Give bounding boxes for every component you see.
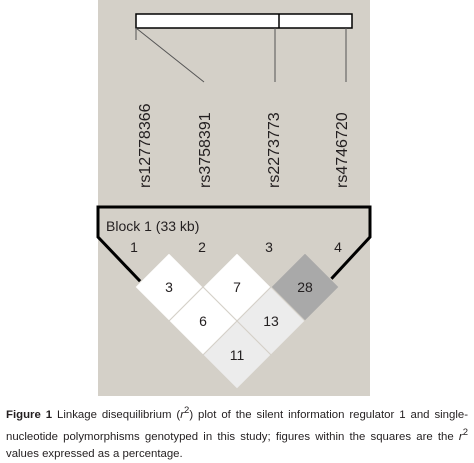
caption-text: Linkage disequilibrium (: [52, 408, 181, 421]
snp-connector: [135, 27, 205, 83]
snp-labels: rs12778366 rs3758391 rs2273773 rs4746720: [137, 103, 351, 188]
ld-cell-value: 6: [199, 313, 207, 329]
marker-index: 2: [198, 239, 206, 255]
marker-index: 4: [334, 239, 342, 255]
ld-cell-value: 11: [230, 347, 245, 363]
snp-label: rs3758391: [197, 112, 214, 188]
superscript: 2: [462, 426, 468, 438]
snp-label: rs4746720: [334, 112, 351, 188]
superscript: 2: [184, 405, 190, 416]
block-label: Block 1 (33 kb): [106, 218, 199, 234]
ld-plot-svg: rs12778366 rs3758391 rs2273773 rs4746720…: [96, 0, 372, 396]
ld-cell-value: 28: [297, 279, 313, 295]
marker-index: 3: [265, 239, 273, 255]
r-symbol: r: [458, 430, 463, 443]
ld-plot-figure: rs12778366 rs3758391 rs2273773 rs4746720…: [96, 0, 372, 396]
caption-text: ) plot of the silent information regulat…: [6, 408, 468, 443]
figure-caption: Figure 1 Linkage disequilibrium (r2) plo…: [6, 402, 468, 463]
ld-cell-value: 13: [263, 313, 279, 329]
marker-index: 1: [130, 239, 138, 255]
ld-cell: [202, 320, 272, 390]
snp-label: rs12778366: [137, 103, 154, 188]
ld-cell-value: 7: [233, 279, 241, 295]
ld-cells: 3 7 28 6 13 11: [134, 252, 340, 390]
ld-cell-value: 3: [165, 279, 173, 295]
caption-text: values expressed as a percentage.: [6, 447, 183, 460]
figure-label: Figure 1: [6, 408, 53, 421]
snp-label: rs2273773: [266, 112, 283, 188]
chromosome-bar: [135, 13, 353, 29]
r-symbol: r: [180, 408, 185, 421]
